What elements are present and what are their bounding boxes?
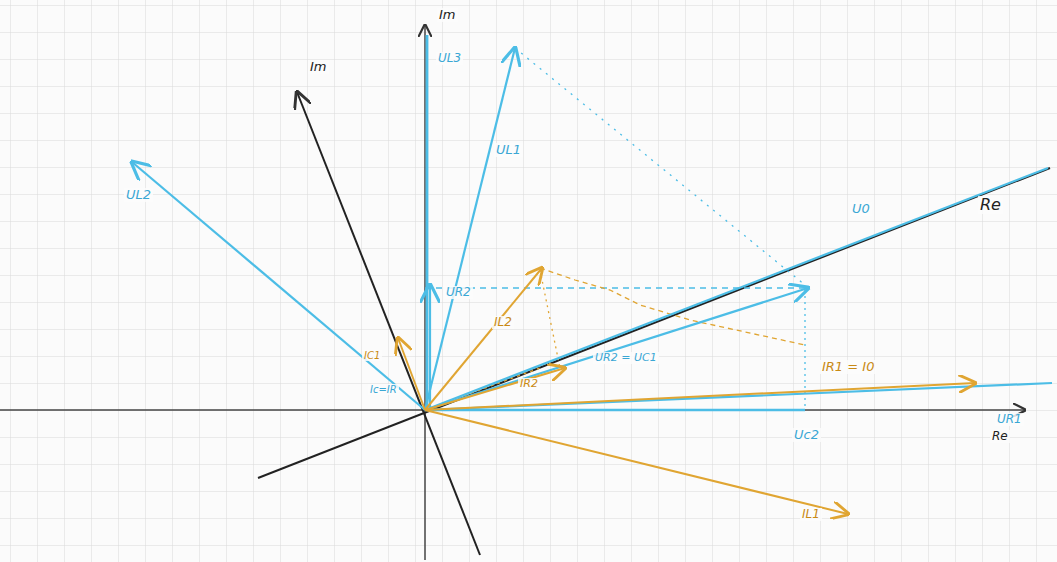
phasor-label: UL1 [494, 143, 523, 157]
phasor-label: Ic=IR [368, 384, 399, 395]
phasor-label: UR2 [444, 286, 473, 299]
phasor-label: IL2 [492, 316, 514, 329]
phasor-label: U0 [850, 202, 872, 216]
phasor-label: Uc2 [792, 428, 821, 442]
dotted-construction [425, 48, 805, 410]
phasor-label: IL1 [800, 508, 822, 521]
voltage-phasors [132, 35, 1052, 410]
phasor-label: IR2 [518, 378, 540, 390]
phasor-label: UR2 = UC1 [593, 352, 659, 364]
phasor-label: Im [308, 60, 329, 74]
phasor-label: Re [978, 196, 1003, 214]
axes [0, 25, 1050, 560]
phasor-label: UR1 [995, 413, 1024, 426]
phasor-label: Im [437, 8, 458, 22]
phasor-label: IC1 [362, 350, 382, 361]
phasor-label: Re [990, 430, 1010, 443]
phasor-label: IR1 = I0 [820, 360, 876, 374]
current-phasors [398, 268, 975, 514]
phasor-label: UL2 [124, 188, 153, 202]
phasor-label: UL3 [436, 52, 463, 65]
